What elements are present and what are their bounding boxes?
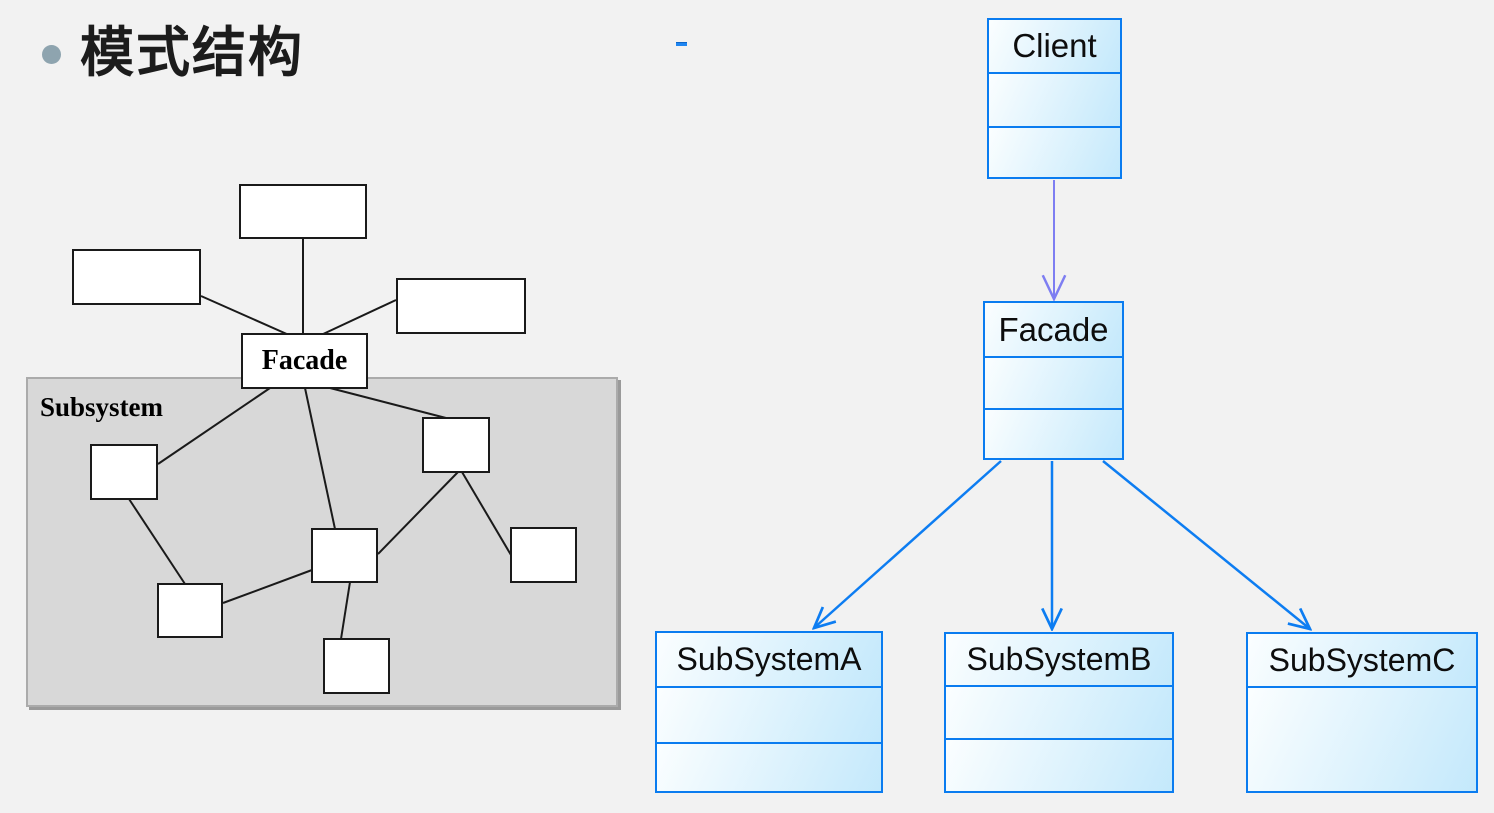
uml-subsystemc-class: SubSystemC (1246, 632, 1478, 793)
uml-subsystemb-attributes-compartment (946, 687, 1172, 740)
uml-subsystema-attributes-compartment (657, 688, 881, 744)
subsystem-box-f (323, 638, 390, 694)
connector-rightbox-facade (320, 299, 397, 336)
uml-facade-label: Facade (998, 310, 1109, 348)
subsystem-region-label: Subsystem (40, 392, 164, 422)
subsystem-box-e (510, 527, 577, 583)
subsystem-box-c (311, 528, 378, 583)
uml-client-class: Client (987, 18, 1122, 179)
dash-mark-icon (676, 42, 687, 46)
subsystem-box-b (422, 417, 490, 473)
page-title: 模式结构 (80, 23, 304, 83)
client-box-left (72, 249, 201, 305)
uml-subsystema-class: SubSystemA (655, 631, 883, 793)
uml-client-operations-compartment (989, 128, 1120, 177)
uml-subsystemc-body-compartment (1248, 688, 1476, 791)
uml-facade-operations-compartment (985, 410, 1122, 458)
uml-client-attributes-compartment (989, 74, 1120, 128)
uml-client-label: Client (1012, 27, 1097, 64)
facade-box-label: Facade (261, 345, 348, 376)
subsystem-box-d (157, 583, 223, 638)
client-box-right (396, 278, 526, 334)
uml-subsystema-label: SubSystemA (676, 641, 862, 677)
uml-subsystemb-label: SubSystemB (966, 641, 1152, 677)
subsystem-box-a (90, 444, 158, 500)
uml-subsystemb-name-compartment: SubSystemB (946, 634, 1172, 687)
uml-client-name-compartment: Client (989, 20, 1120, 74)
uml-facade-attributes-compartment (985, 358, 1122, 410)
circle-bullet-icon (42, 45, 61, 64)
facade-box: Facade (241, 333, 368, 389)
arrow-facade-subsystema (814, 460, 1002, 628)
uml-subsystema-operations-compartment (657, 744, 881, 791)
arrow-facade-subsystemc (1102, 460, 1310, 629)
uml-subsystema-name-compartment: SubSystemA (657, 633, 881, 688)
uml-subsystemb-operations-compartment (946, 740, 1172, 791)
uml-facade-name-compartment: Facade (985, 303, 1122, 358)
client-box-top (239, 184, 367, 239)
connector-leftbox-facade (200, 295, 290, 336)
uml-facade-class: Facade (983, 301, 1124, 460)
uml-subsystemc-name-compartment: SubSystemC (1248, 634, 1476, 688)
uml-subsystemb-class: SubSystemB (944, 632, 1174, 793)
uml-subsystemc-label: SubSystemC (1268, 641, 1456, 678)
